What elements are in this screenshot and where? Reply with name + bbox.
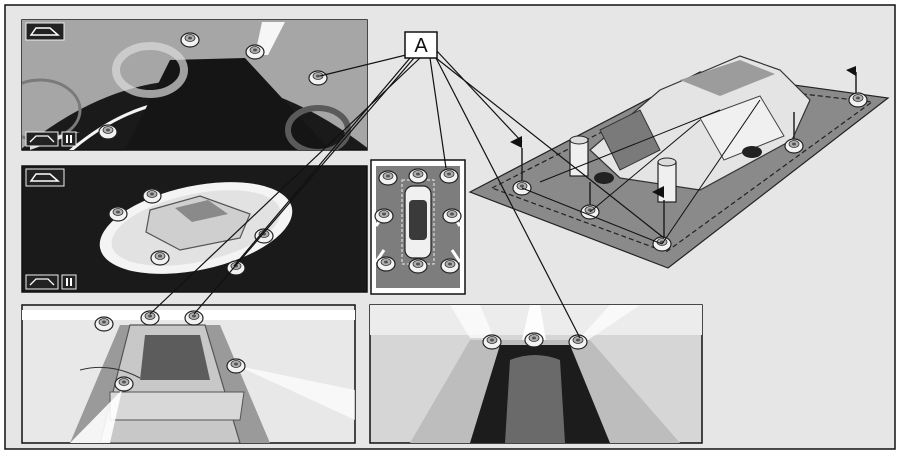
car-view-icon	[25, 168, 65, 187]
front-narrow-view	[369, 304, 703, 444]
overhead-ellipse-view	[21, 165, 368, 293]
pause-icon	[61, 131, 77, 147]
bird-eye-view	[370, 159, 466, 295]
rear-perspective-view	[21, 304, 356, 444]
pause-icon	[61, 274, 77, 290]
callout-leader-lines	[149, 49, 665, 339]
top-down-arc-view	[21, 19, 368, 151]
panorama-view-icon	[25, 274, 59, 290]
callout-a: A	[404, 31, 438, 59]
ground-sensor-scene	[468, 55, 890, 269]
pole-icon	[569, 135, 589, 177]
flag-icon	[652, 186, 665, 240]
car-view-icon	[25, 22, 65, 41]
callout-a-label: A	[414, 35, 428, 57]
panorama-view-icon	[25, 131, 59, 147]
